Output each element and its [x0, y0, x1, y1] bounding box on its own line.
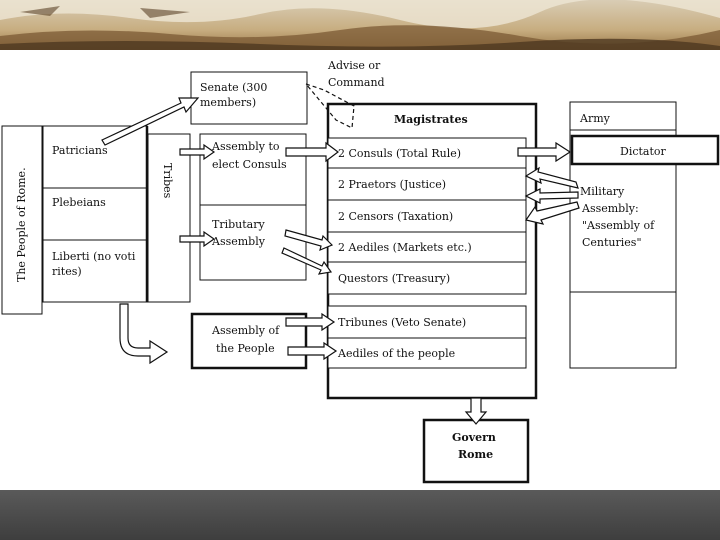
tribes-box	[147, 133, 191, 303]
assembly-people-line1: Assembly of	[211, 324, 280, 337]
tribes-label: Tribes	[161, 163, 174, 199]
liberti-label-line2: rites)	[52, 265, 82, 278]
liberti-label-line1: Liberti (no voti	[52, 250, 136, 263]
aediles-people-box	[327, 337, 527, 369]
people-box	[1, 125, 43, 315]
patricians-label: Patricians	[52, 144, 108, 157]
aediles-people-label: Aediles of the people	[337, 347, 455, 360]
senate-label-line2: members)	[200, 96, 256, 109]
magistrates-label: Magistrates	[394, 113, 468, 126]
arrow-assembly-to-consuls	[285, 141, 339, 163]
assembly-consuls-line2: elect Consuls	[212, 158, 287, 171]
plebeians-box	[42, 187, 148, 241]
arrow-military-to-aediles	[525, 201, 580, 225]
roman-government-diagram: The People of Rome. Patricians Plebeians…	[1, 59, 720, 484]
assembly-people-line2: the People	[216, 342, 275, 355]
footer-bar	[0, 490, 720, 540]
senate-label-line1: Senate (300	[200, 81, 267, 94]
arrow-consuls-to-dictator	[517, 141, 572, 163]
arrow-patricians-to-senate	[101, 97, 200, 146]
praetors-label: 2 Praetors (Justice)	[338, 178, 446, 191]
tributary-line1: Tributary	[212, 218, 265, 231]
arrow-magistrates-to-govern	[464, 397, 488, 425]
dictator-label: Dictator	[620, 145, 667, 158]
advise-label-line2: Command	[328, 76, 385, 89]
arrow-military-to-censors	[524, 188, 579, 204]
assembly-consuls-line1: Assembly to	[211, 140, 280, 153]
advise-label-line1: Advise or	[327, 59, 381, 72]
military-line2: Assembly:	[581, 202, 639, 215]
arrow-tribes-to-tributary-assembly	[179, 230, 216, 248]
military-line4: Centuries"	[582, 236, 642, 249]
patricians-box	[42, 125, 148, 189]
people-label: The People of Rome.	[15, 167, 28, 282]
arrow-military-to-praetors	[524, 166, 579, 189]
advise-dashed-arrow	[304, 82, 355, 129]
govern-line1: Govern	[452, 431, 496, 444]
arrow-tributary-to-aediles	[284, 229, 334, 252]
consuls-box	[327, 137, 527, 169]
military-line1: Military	[580, 185, 625, 198]
consuls-label: 2 Consuls (Total Rule)	[338, 147, 461, 160]
censors-label: 2 Censors (Taxation)	[338, 210, 453, 223]
plebeians-label: Plebeians	[52, 196, 106, 209]
military-line3: "Assembly of	[582, 219, 655, 232]
senate-box	[190, 71, 308, 125]
aediles-label: 2 Aediles (Markets etc.)	[338, 241, 472, 254]
dictator-box	[570, 134, 720, 166]
tribunes-label: Tribunes (Veto Senate)	[338, 316, 466, 329]
arrow-people-to-assembly	[119, 303, 169, 365]
landscape-banner-art	[0, 0, 720, 50]
landscape-banner	[0, 0, 720, 50]
questors-label: Questors (Treasury)	[338, 272, 450, 285]
govern-line2: Rome	[458, 448, 493, 461]
liberti-box	[42, 239, 148, 303]
army-label: Army	[579, 112, 611, 125]
aediles-box	[327, 231, 527, 263]
arrow-assembly-people-to-aediles	[287, 341, 338, 361]
arrow-tribes-to-consul-assembly	[179, 143, 216, 161]
tributary-line2: Assembly	[211, 235, 266, 248]
questors-box	[327, 261, 527, 295]
arrow-tributary-to-questors	[281, 247, 333, 275]
praetors-box	[327, 167, 527, 201]
arrow-assembly-people-to-tribunes	[285, 312, 336, 332]
